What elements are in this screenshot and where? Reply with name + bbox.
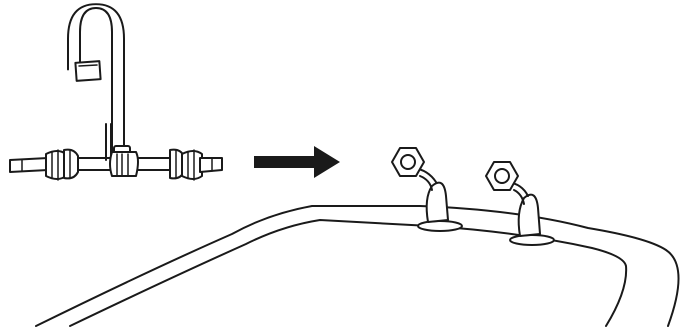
- left-handle: [9, 148, 79, 181]
- wall-mount-faucet-icon: [9, 3, 223, 181]
- gooseneck-spout: [67, 3, 125, 161]
- sink-basin-inner: [69, 219, 628, 327]
- right-handle: [169, 148, 223, 181]
- left-wall-shank: [391, 147, 463, 232]
- sink-basin-rim: [35, 205, 680, 327]
- sink-with-wall-shanks-icon: [35, 147, 680, 327]
- center-tee: [109, 151, 139, 177]
- arrow-right-icon: [254, 146, 340, 178]
- right-wall-shank: [485, 161, 555, 246]
